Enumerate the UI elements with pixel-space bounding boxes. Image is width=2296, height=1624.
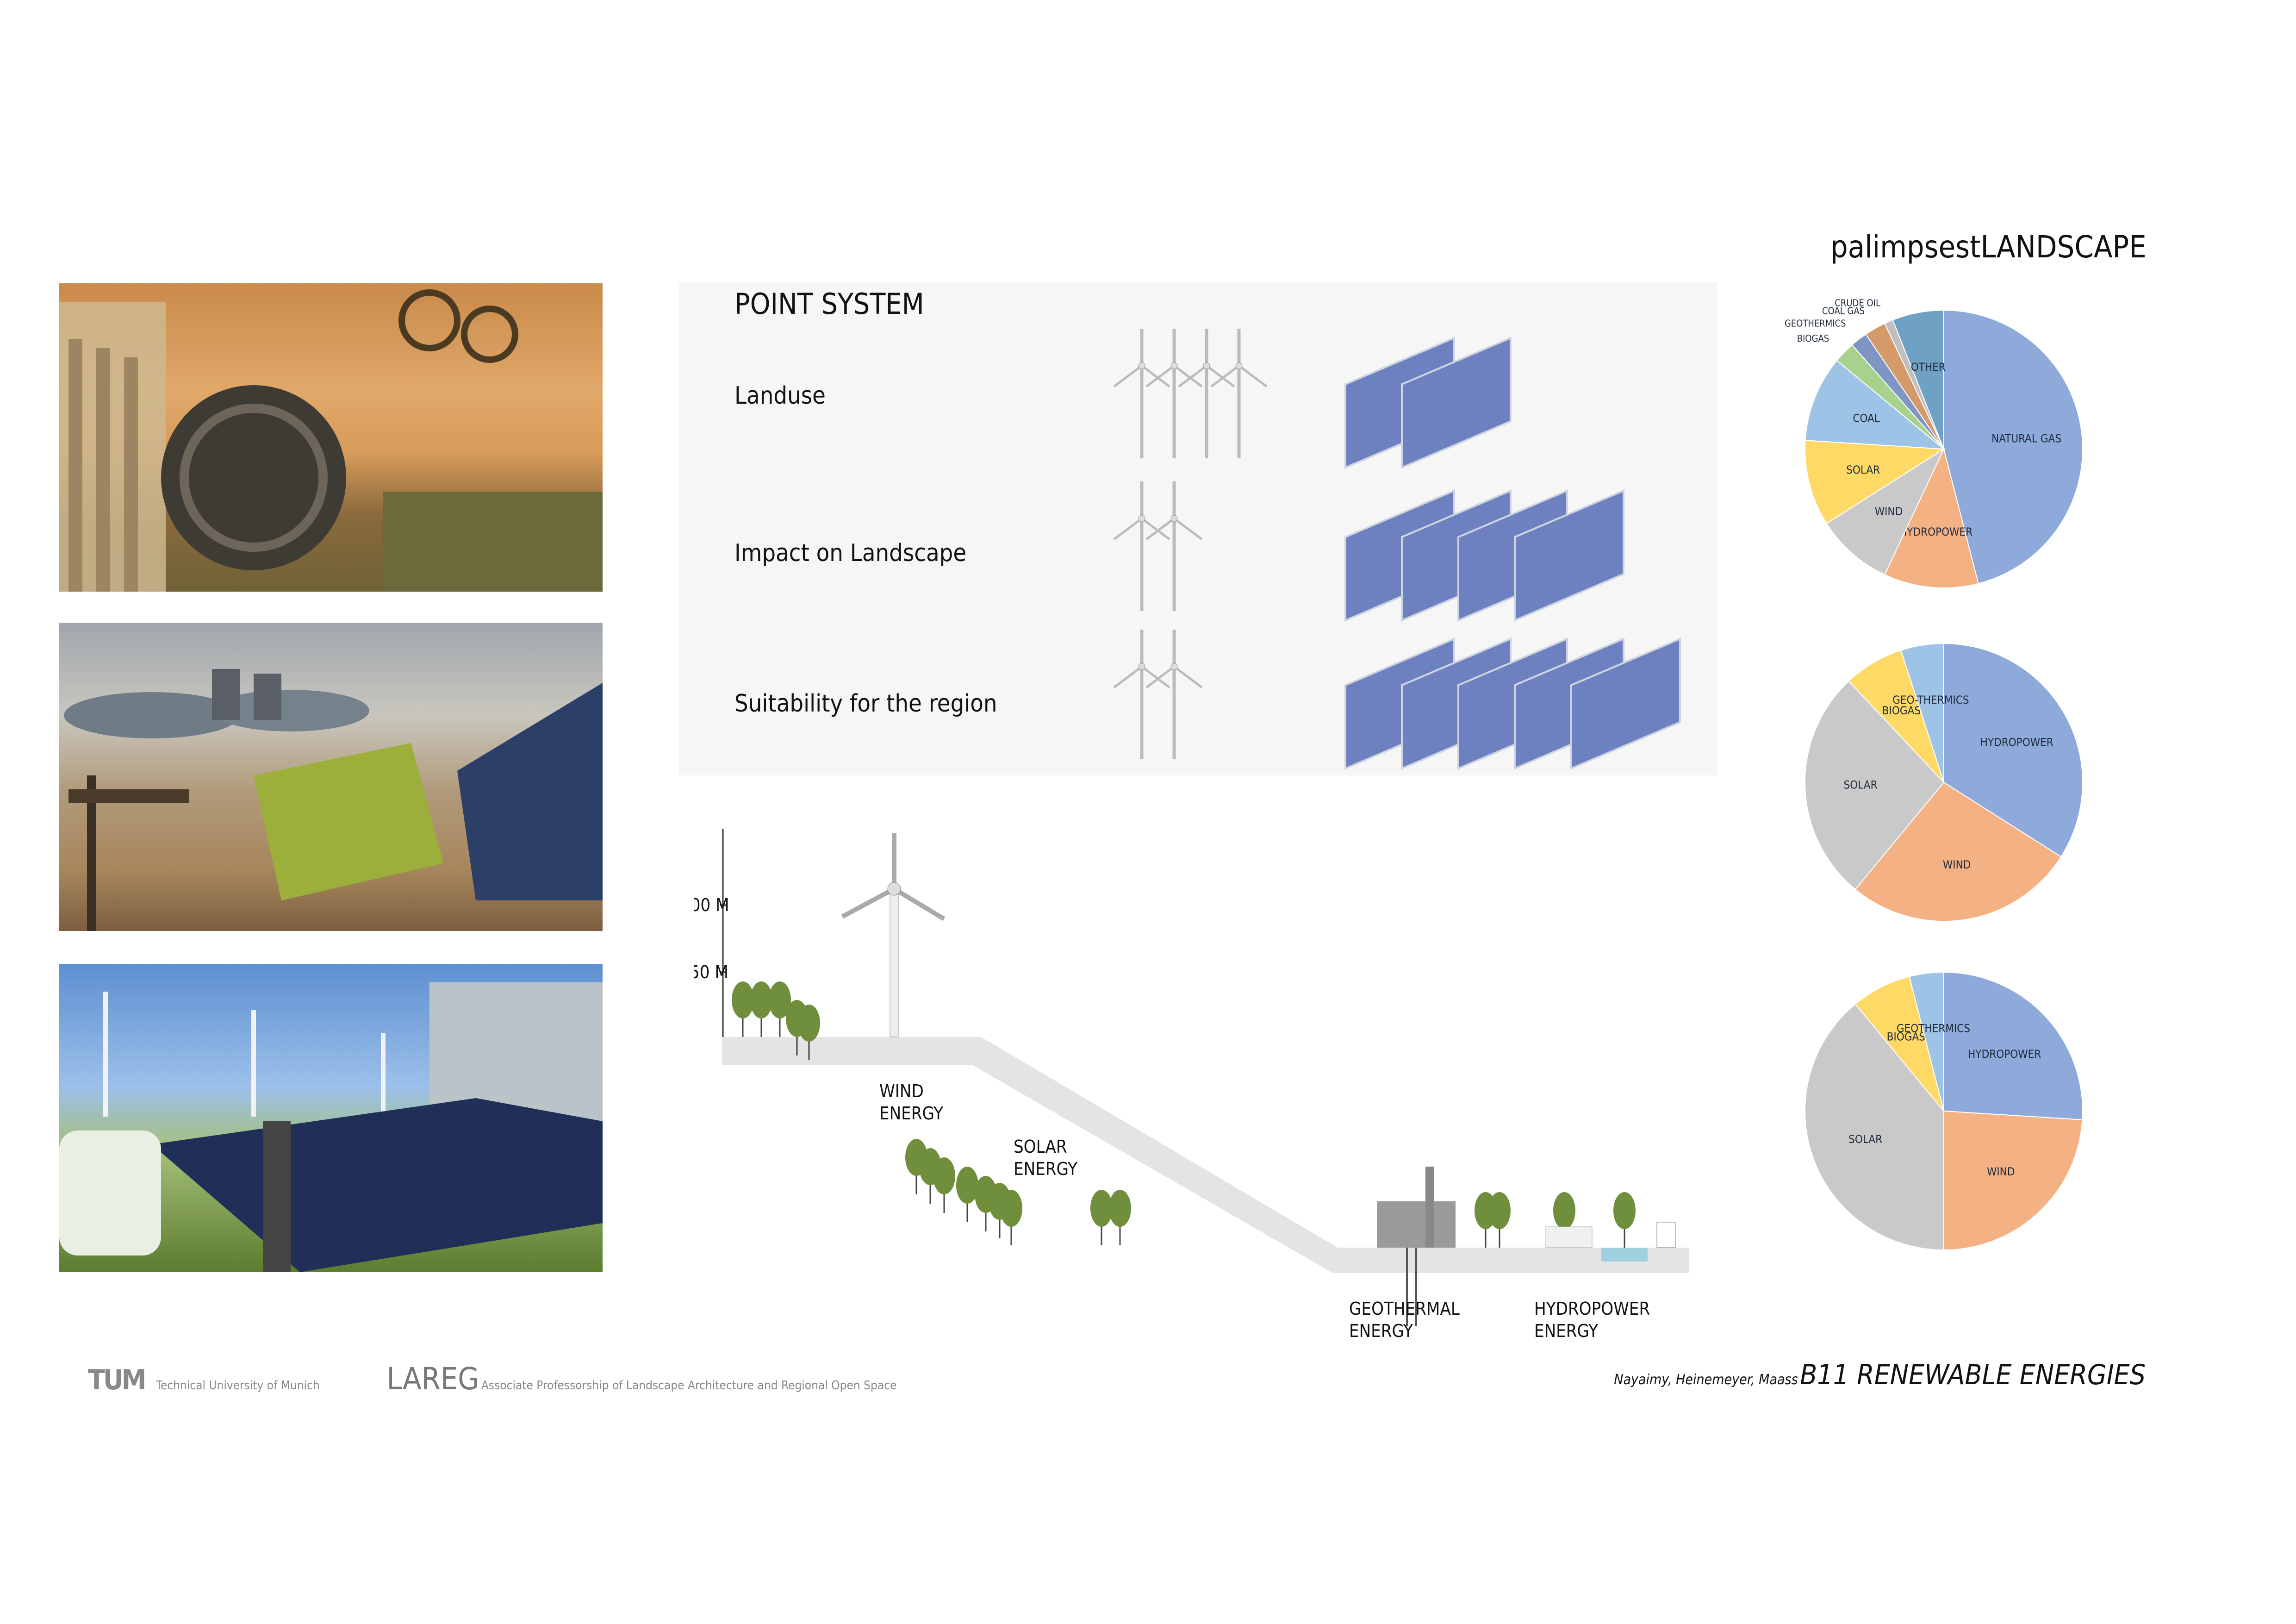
tree-icon <box>750 981 772 1037</box>
wind-turbine-point-icon <box>1113 630 1170 759</box>
pie-label: SOLAR <box>1848 1133 1882 1146</box>
pie-slice-hydropower <box>1943 643 2083 858</box>
lareg-logo: LAREG <box>386 1361 479 1397</box>
pie-label: COAL GAS <box>1822 305 1865 316</box>
pie-label: CRUDE OIL <box>1835 297 1880 308</box>
tree-icon <box>732 981 754 1037</box>
pie-label: SOLAR <box>1844 779 1878 792</box>
pie-slice-geo-thermics <box>1900 643 1944 783</box>
pie-slice-solar <box>1804 1003 1944 1251</box>
solar-panel-point-icon <box>1514 489 1624 622</box>
tum-text: Technical University of Munich <box>156 1379 320 1393</box>
pie-slice-wind <box>1943 1110 2083 1251</box>
pie-slice-natural-gas <box>1943 309 2083 584</box>
pie-slice-hydropower <box>1884 448 1979 588</box>
pie-slice-wind <box>1854 781 2062 922</box>
pie-slice-solar <box>1804 440 1946 525</box>
footer-institutions: TUM Technical University of Munich LAREG… <box>88 1361 896 1397</box>
label-solar-energy: SOLAR <box>1014 1137 1067 1157</box>
wind-turbine-point-icon <box>1113 481 1170 611</box>
pie-label: WIND <box>1875 505 1903 518</box>
trees <box>732 981 1636 1248</box>
wind-turbine-point-icon <box>1113 329 1170 458</box>
tree-icon <box>1109 1190 1131 1245</box>
pie-label: BIOGAS <box>1797 333 1829 344</box>
label-hydropower-energy-2: ENERGY <box>1534 1321 1598 1341</box>
photo-historic-energy <box>59 283 603 592</box>
label-wind-energy: WIND <box>879 1081 924 1101</box>
brand-title: palimpsestLANDSCAPE <box>1830 229 2147 265</box>
wind-turbine-point-icon <box>1178 329 1235 458</box>
tree-icon <box>956 1167 978 1222</box>
pie-label: BIOGAS <box>1882 704 1921 717</box>
wind-turbine-point-icon <box>1210 329 1268 458</box>
pie-slice-biogas <box>1848 650 1944 783</box>
pie-label: NATURAL GAS <box>1991 432 2061 445</box>
criterion-landuse: Landuse <box>734 382 826 410</box>
tree-icon <box>933 1157 955 1213</box>
pie-label: SOLAR <box>1846 463 1880 476</box>
label-geothermal-energy: GEOTHERMAL <box>1349 1299 1460 1319</box>
pie-label: GEOTHERMICS <box>1785 318 1846 329</box>
tree-icon <box>1613 1192 1636 1248</box>
pie-label: OTHER <box>1911 361 1946 374</box>
pie-slice-geothermics <box>1909 971 1944 1112</box>
pie-slice-hydropower <box>1943 971 2083 1120</box>
label-wind-energy-2: ENERGY <box>879 1103 943 1124</box>
pie-label: WIND <box>1943 858 1971 871</box>
pie-slice-coal <box>1804 360 1946 450</box>
label-solar-energy-2: ENERGY <box>1014 1159 1077 1179</box>
pie-label: HYDROPOWER <box>1968 1048 2041 1061</box>
tree-icon <box>769 981 791 1037</box>
wind-turbine-point-icon <box>1145 481 1203 611</box>
pie-slice-wind <box>1826 448 1945 575</box>
pie-label: HYDROPOWER <box>1980 736 2053 749</box>
hydropower-plant-icon <box>1545 1222 1676 1262</box>
solar-panel-point-icon <box>1401 336 1512 469</box>
pie-label: BIOGAS <box>1887 1031 1925 1043</box>
pie-slice-solar <box>1804 680 1945 890</box>
pie-label: GEO-THERMICS <box>1892 693 1969 706</box>
label-hydropower-energy: HYDROPOWER <box>1534 1299 1650 1319</box>
wind-turbine-icon <box>841 833 946 1037</box>
solar-panel-point-icon <box>1570 637 1681 770</box>
photo-renewable-energy <box>59 964 603 1272</box>
project-title: B11 RENEWABLE ENERGIES <box>1800 1359 2146 1391</box>
photo-industrial-energy <box>59 623 603 931</box>
pie-label: GEOTHERMICS <box>1897 1022 1970 1035</box>
point-system-title: POINT SYSTEM <box>734 287 924 321</box>
criterion-suitability: Suitability for the region <box>734 690 997 718</box>
tree-icon <box>1000 1190 1022 1245</box>
tree-icon <box>798 1005 820 1060</box>
pie-label: WIND <box>1987 1165 2015 1178</box>
point-icons <box>1113 329 1681 770</box>
wind-turbine-point-icon <box>1145 630 1203 759</box>
pie-label: HYDROPOWER <box>1899 525 1972 538</box>
scale-label-100m: 100 M <box>694 895 729 915</box>
footer-project: Nayaimy, Heinemeyer, Maass B11 RENEWABLE… <box>1614 1359 2146 1391</box>
tum-logo: TUM <box>88 1364 146 1396</box>
pie-chart-energy-mix-1: NATURAL GAS HYDROPOWER WIND SOLAR COAL BIOGAS… <box>1785 297 2083 588</box>
tree-icon <box>1090 1190 1113 1245</box>
geothermal-plant-icon <box>1377 1167 1456 1326</box>
pie-label: COAL <box>1853 412 1879 425</box>
pie-slice-other <box>1892 309 1944 450</box>
tree-icon <box>1488 1192 1511 1248</box>
authors: Nayaimy, Heinemeyer, Maass <box>1614 1372 1798 1388</box>
point-system-panel: POINT SYSTEM Landuse Impact on Landscape… <box>679 282 1717 775</box>
landscape-section-diagram: 100 M 50 M WIND ENERGY SOLAR ENERGY GEOT… <box>694 829 1689 1341</box>
lareg-text: Associate Professorship of Landscape Arc… <box>481 1379 897 1393</box>
criterion-impact-on-landscape: Impact on Landscape <box>734 539 967 567</box>
scale-label-50m: 50 M <box>694 962 728 982</box>
label-geothermal-energy-2: ENERGY <box>1349 1321 1413 1341</box>
terrain-section <box>722 1037 1689 1273</box>
pie-slice-biogas <box>1854 976 1944 1112</box>
wind-turbine-point-icon <box>1145 329 1203 458</box>
